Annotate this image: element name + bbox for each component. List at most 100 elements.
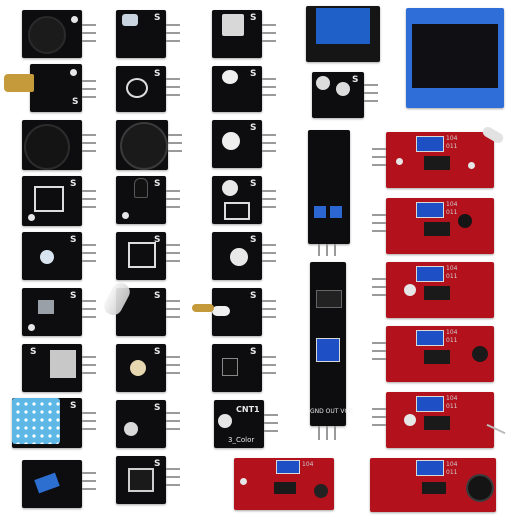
silk-label-s: S [70,291,77,301]
potentiometer [416,202,444,218]
header-pin [372,350,386,352]
sound-module-small: 104 [234,458,334,510]
header-pin [262,356,276,358]
sensor-module: S [116,66,166,112]
header-pin [372,408,386,410]
led-icon [336,82,350,96]
header-pin [82,364,96,366]
header-pin [166,94,180,96]
silk-label-s: S [154,347,161,357]
header-pin [334,426,336,440]
potentiometer [416,136,444,152]
led-module: S [212,66,262,112]
header-pin [166,308,180,310]
header-pin [372,214,386,216]
header-pin [82,356,96,358]
relay-icon [316,8,370,44]
component-outline [38,300,54,314]
sensor-module: S [116,232,166,280]
mount-hole [28,214,35,221]
button-module: S [212,10,262,58]
mount-hole [70,69,77,76]
header-pin [372,222,386,224]
header-pin [262,190,276,192]
silk-label-s: S [72,97,79,107]
header-pin [166,86,180,88]
led-icon [40,250,54,264]
header-pin [262,150,276,152]
mount-hole [404,414,416,426]
mic-icon [472,346,488,362]
silk-label-s: S [250,235,257,245]
silk-label-s: S [250,13,257,23]
header-pin [318,244,320,256]
color-label: 3_Color [228,436,255,444]
header-pin [372,148,386,150]
header-pin [166,316,180,318]
header-pin [82,80,96,82]
led-module: S [312,72,364,118]
header-pin [166,252,180,254]
comparator-chip [422,482,446,494]
header-pin [318,426,320,440]
header-pin [82,150,96,152]
silk-label-s: S [352,75,359,85]
header-pin [82,472,96,474]
header-pin [262,372,276,374]
dht-sensor-icon [12,398,60,444]
buzzer-icon [28,16,66,54]
buzzer-module [22,10,82,58]
potentiometer [276,460,300,474]
comparator-chip [274,482,296,494]
cnt1-label: CNT1 [236,405,260,414]
header-pin [166,364,180,366]
pot-code: 104 [302,461,314,468]
silk-label-s: S [154,179,161,189]
header-pin [264,414,278,416]
header-pin [82,300,96,302]
mic-icon [466,474,494,502]
led-icon [222,132,240,150]
pot-code: 104 [446,395,458,402]
header-pin [372,358,386,360]
header-pin [82,88,96,90]
analog-sensor-module: 104 011 [386,132,494,188]
ir-module: S [116,10,166,58]
analog-sensor-module: 104 011 [386,198,494,254]
potentiometer [316,338,340,362]
header-pin [372,230,386,232]
color-led-module: CNT1 3_Color [214,400,264,448]
header-pin [262,32,276,34]
header-pin [82,206,96,208]
header-pin [166,476,180,478]
oled-display-module [406,8,504,108]
header-pin [264,422,278,424]
header-pin [262,40,276,42]
led-icon [222,180,238,196]
silk-label-s: S [154,69,161,79]
header-pin [82,24,96,26]
oled-display-icon [412,24,498,88]
header-pin [334,244,336,256]
component-outline [128,242,156,268]
comparator-chip [424,286,450,300]
led-module: S [212,232,262,280]
header-pin [166,78,180,80]
header-pin [262,142,276,144]
led-icon [124,422,138,436]
pot-sub: 011 [446,403,458,410]
tilt-switch-icon [34,472,60,494]
header-pin [168,150,182,152]
header-pin [264,430,278,432]
header-pin [262,78,276,80]
header-pin [372,416,386,418]
potentiometer [416,460,444,476]
relay-module [306,6,380,62]
sensor-module: S [116,344,166,392]
header-pin [166,198,180,200]
component-outline [126,78,148,98]
led-icon [122,14,138,26]
silk-label-s: S [154,403,161,413]
mount-hole [122,212,129,219]
